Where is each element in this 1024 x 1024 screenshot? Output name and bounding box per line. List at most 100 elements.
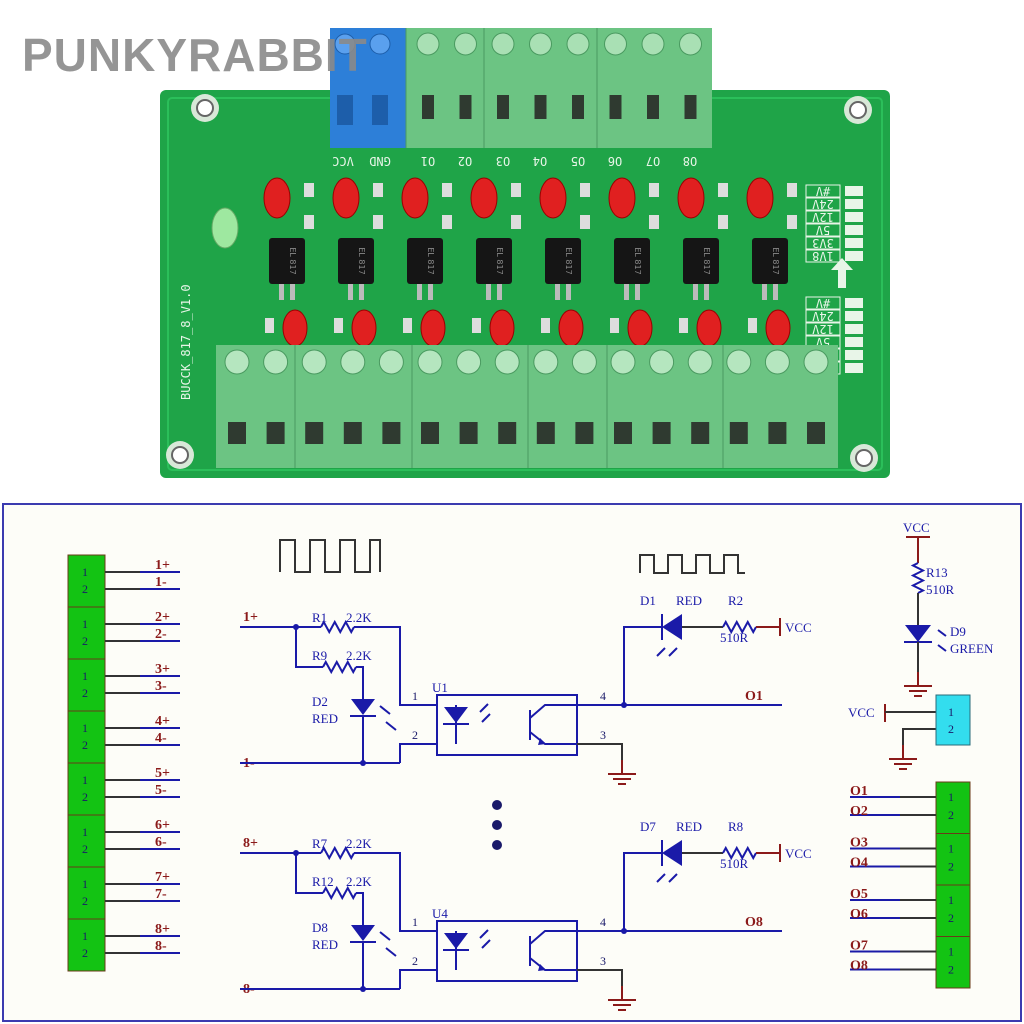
connector-pin-number: 1 <box>82 773 88 787</box>
smd-resistor <box>472 318 481 333</box>
diode-name: D8 <box>312 920 328 935</box>
pin-number: 4 <box>600 915 606 929</box>
terminal-screw <box>803 349 829 375</box>
voltage-jumper-pad <box>845 186 863 196</box>
voltage-label: 24V <box>812 309 834 323</box>
output-connector <box>935 833 971 886</box>
chip-marking: EL 817 <box>564 247 573 274</box>
status-led-red <box>677 177 705 219</box>
output-square-wave <box>639 554 745 574</box>
output-connector-label: O8 <box>850 959 868 974</box>
wire <box>623 626 661 705</box>
diode-color: RED <box>312 711 338 726</box>
wire <box>354 626 437 706</box>
pin-number: 3 <box>600 954 606 968</box>
input-connector <box>67 814 106 868</box>
continuation-dot <box>492 820 502 830</box>
smd-resistor <box>373 215 383 229</box>
terminal-slot <box>807 422 825 444</box>
output-connector-label: O7 <box>850 939 868 954</box>
chip-marking: EL 817 <box>288 247 297 274</box>
pin-number: 1 <box>412 689 418 703</box>
power-led-green <box>211 207 239 249</box>
smd-resistor <box>511 215 521 229</box>
optocoupler-chip <box>269 238 305 284</box>
power-connector <box>935 694 971 746</box>
terminal-slot <box>572 95 584 119</box>
watermark: PUNKYRABBIT <box>22 29 368 81</box>
connector-pin-number: 2 <box>82 946 88 960</box>
terminal-screw <box>764 349 790 375</box>
terminal-screw <box>571 349 597 375</box>
terminal-screw <box>301 349 327 375</box>
mounting-hole-center <box>849 101 867 119</box>
light-arrows-icon <box>479 703 491 723</box>
terminal-screw <box>417 349 443 375</box>
output-label: O8 <box>745 915 763 930</box>
optocoupler-channel: 1+1-R12.2KR92.2KD2REDU11243O1VCCD1REDR25… <box>240 593 812 785</box>
chip-marking: EL 817 <box>771 247 780 274</box>
connector-pin-number: 1 <box>82 565 88 579</box>
output-connector <box>935 781 971 834</box>
connector-pin-number: 2 <box>82 738 88 752</box>
terminal-screw <box>726 349 752 375</box>
smd-resistor <box>679 318 688 333</box>
voltage-jumper-pad <box>845 225 863 235</box>
connector-pin-number: 2 <box>82 790 88 804</box>
connector-pin-number: 1 <box>82 825 88 839</box>
resistor-name: R9 <box>312 648 327 663</box>
light-arrows-icon <box>479 929 491 949</box>
resistor-name: R12 <box>312 874 334 889</box>
label: GREEN <box>950 641 994 656</box>
terminal-slot <box>684 95 697 119</box>
led-diode-symbol <box>351 699 375 715</box>
chip-pin <box>762 284 767 300</box>
connector-label: 5+ <box>155 766 170 781</box>
status-led-red <box>470 177 498 219</box>
pin-number: 4 <box>600 689 606 703</box>
voltage-label: 12V <box>812 210 834 224</box>
wire <box>399 743 437 763</box>
input-connector <box>67 606 106 660</box>
board-model-label: BUCCK_817_8_V1.0 <box>179 284 193 400</box>
light-arrows-icon <box>379 931 397 957</box>
voltage-jumper-pad <box>845 324 863 334</box>
voltage-jumper-pad <box>845 199 863 209</box>
wire <box>354 852 437 932</box>
wire <box>295 853 323 894</box>
terminal-slot <box>337 95 353 125</box>
terminal-screw <box>369 33 391 55</box>
voltage-label-box <box>805 223 841 237</box>
terminal-slot <box>729 422 748 444</box>
resistor-value: 2.2K <box>346 836 372 851</box>
terminal-screw <box>334 33 356 55</box>
light-arrows-icon <box>937 629 947 652</box>
connector-pin-number: 1 <box>948 945 954 959</box>
voltage-jumper-pad <box>845 350 863 360</box>
smd-resistor <box>265 318 274 333</box>
connector-pin-number: 1 <box>82 617 88 631</box>
connector-label: 1- <box>155 575 167 590</box>
chip-pin <box>290 284 295 300</box>
output-label: O1 <box>745 689 763 704</box>
terminal-slot <box>614 422 632 444</box>
smd-resistor <box>787 183 797 197</box>
vcc-label: VCC <box>785 620 812 635</box>
chip-marking: EL 817 <box>495 247 504 274</box>
silkscreen-label: VCC <box>332 154 354 168</box>
optocoupler-name: U4 <box>432 906 448 921</box>
smd-resistor <box>304 183 314 197</box>
voltage-label-box <box>805 322 841 336</box>
resistor-symbol <box>722 845 757 861</box>
terminal-slot <box>421 422 439 444</box>
output-connector <box>935 884 971 937</box>
terminal-slot <box>768 422 787 444</box>
vcc-label: VCC <box>848 705 875 720</box>
resistor-symbol <box>320 845 355 861</box>
wire <box>529 704 577 719</box>
light-arrows-icon <box>656 647 678 657</box>
silkscreen-label: O4 <box>533 154 547 168</box>
voltage-label: #V <box>816 184 830 198</box>
status-led-red <box>332 177 360 219</box>
